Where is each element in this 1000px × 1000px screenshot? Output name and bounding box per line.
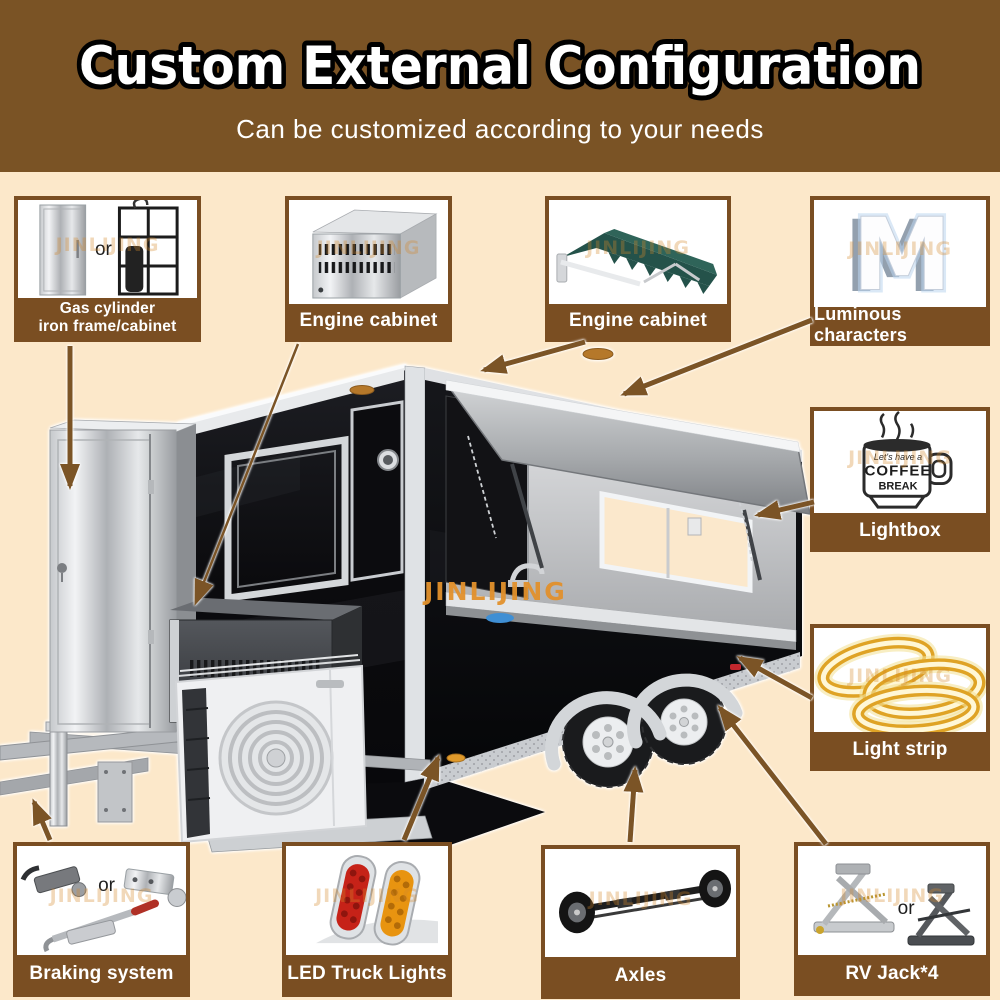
gas-strut-right (742, 509, 762, 581)
coupler-dark (20, 865, 87, 898)
braking-system-illustration (20, 865, 186, 953)
awning-scallops (608, 252, 710, 294)
callout-label-engine-cabinet-1: Engine cabinet (289, 304, 448, 338)
corner-post (404, 365, 426, 783)
letter-front: M (852, 200, 951, 307)
coupler-silver (123, 868, 186, 907)
light-strip-illustration-wrap: JINLIJING (814, 628, 986, 732)
or-label-3: or (98, 875, 116, 897)
callout-label-lightbox: Lightbox (814, 513, 986, 548)
lightbox-illustration-wrap: Let's have a COFFEE BREAK JINLIJING (814, 411, 986, 513)
callout-label-luminous-characters: Luminous characters (814, 304, 986, 345)
coffee-sign-line3: BREAK (878, 481, 917, 493)
serving-hatch-flap (445, 379, 810, 515)
axle-wheel-left (559, 891, 595, 934)
callout-label-engine-cabinet-2: Engine cabinet (549, 304, 727, 338)
callout-awning: JINLIJING Engine cabinet (545, 196, 731, 342)
letter-back: M (843, 201, 942, 307)
scissor-jack-dark (907, 883, 975, 946)
brand-badge-roof (582, 348, 614, 360)
axles-illustration-wrap: JINLIJING (545, 849, 736, 957)
luminous-character-illustration: M M M (843, 200, 955, 307)
led-truck-lights-illustration (316, 855, 438, 946)
gas-cylinder-illustration (39, 200, 179, 296)
header-banner: Custom External Configuration Can be cus… (0, 0, 1000, 172)
callout-lightbox: Let's have a COFFEE BREAK JINLIJING Ligh… (810, 407, 990, 552)
callout-label-braking-system: Braking system (17, 955, 186, 993)
led-ring-3 (849, 681, 983, 732)
awning-illustration-wrap: JINLIJING (549, 200, 727, 304)
callout-label-led-truck-lights: LED Truck Lights (286, 955, 448, 993)
front-open-hatch (350, 400, 404, 582)
callout-gas-cylinder-cabinet: or JINLIJING Gas cylinder iron frame/cab… (14, 196, 201, 342)
faucet (509, 563, 545, 583)
callout-engine-cabinet-1: JINLIJING Engine cabinet (285, 196, 452, 342)
callout-label-gas-cylinder: Gas cylinder iron frame/cabinet (18, 298, 197, 338)
or-label-2: or (897, 898, 915, 920)
callout-light-strip: JINLIJING Light strip (810, 624, 990, 771)
red-marker-light (730, 664, 741, 670)
callout-label-axles: Axles (545, 957, 736, 995)
led-light-amber (373, 861, 421, 946)
fender-rear (545, 691, 667, 771)
letter-glow: M (852, 200, 951, 307)
ac-unit (174, 654, 368, 844)
chain-left (467, 435, 497, 539)
braking-system-illustration-wrap: or JINLIJING (17, 846, 186, 955)
callout-label-rv-jack: RV Jack*4 (798, 955, 986, 992)
engine-cabinet-illustration-wrap: JINLIJING (289, 200, 448, 304)
axle-wheel-right (699, 869, 731, 908)
or-label-1: or (94, 239, 112, 261)
brand-badge-front (349, 385, 375, 395)
tongue-jack (49, 727, 68, 827)
brake-lever (43, 899, 159, 953)
gas-cylinder-illustration-wrap: or JINLIJING (18, 200, 197, 298)
callout-axles: JINLIJING Axles (541, 845, 740, 999)
blue-bucket (486, 613, 514, 623)
page-title: Custom External Configuration (79, 36, 921, 97)
callout-rv-jack: or JINLIJING RV Jack*4 (794, 842, 990, 996)
led-light-red (329, 855, 377, 940)
awning-illustration (556, 229, 718, 294)
ac-logo (316, 680, 344, 688)
callout-label-light-strip: Light strip (814, 732, 986, 767)
scissor-jack-silver (813, 863, 895, 934)
engine-cabinet-illustration (312, 209, 438, 299)
light-strip-illustration (814, 633, 986, 732)
fender-front (627, 673, 743, 749)
rv-jack-illustration (813, 863, 975, 946)
callout-braking-system: or JINLIJING Braking system (13, 842, 190, 997)
page-title-art: Custom External Configuration (74, 31, 926, 102)
coffee-sign-line2: COFFEE (865, 464, 932, 480)
led-lights-illustration-wrap: JINLIJING (286, 846, 448, 955)
axle-illustration (559, 869, 731, 934)
coffee-sign-illustration: Let's have a COFFEE BREAK (862, 411, 953, 509)
page-subtitle: Can be customized according to your need… (236, 114, 764, 144)
trailer-watermark: JINLIJING (424, 577, 567, 606)
callout-led-truck-lights: JINLIJING LED Truck Lights (282, 842, 452, 997)
pass-through-window (599, 490, 753, 593)
luminous-characters-illustration-wrap: M M M JINLIJING (814, 200, 986, 307)
cabinet-lock (57, 563, 67, 573)
rv-jack-illustration-wrap: or JINLIJING (798, 846, 986, 955)
gas-strut-left (510, 463, 544, 569)
coffee-sign-line1: Let's have a (874, 452, 922, 462)
callout-luminous-characters: M M M JINLIJING Luminous characters (810, 196, 990, 346)
amber-marker-light (446, 753, 466, 763)
food-trailer-illustration (0, 348, 810, 853)
